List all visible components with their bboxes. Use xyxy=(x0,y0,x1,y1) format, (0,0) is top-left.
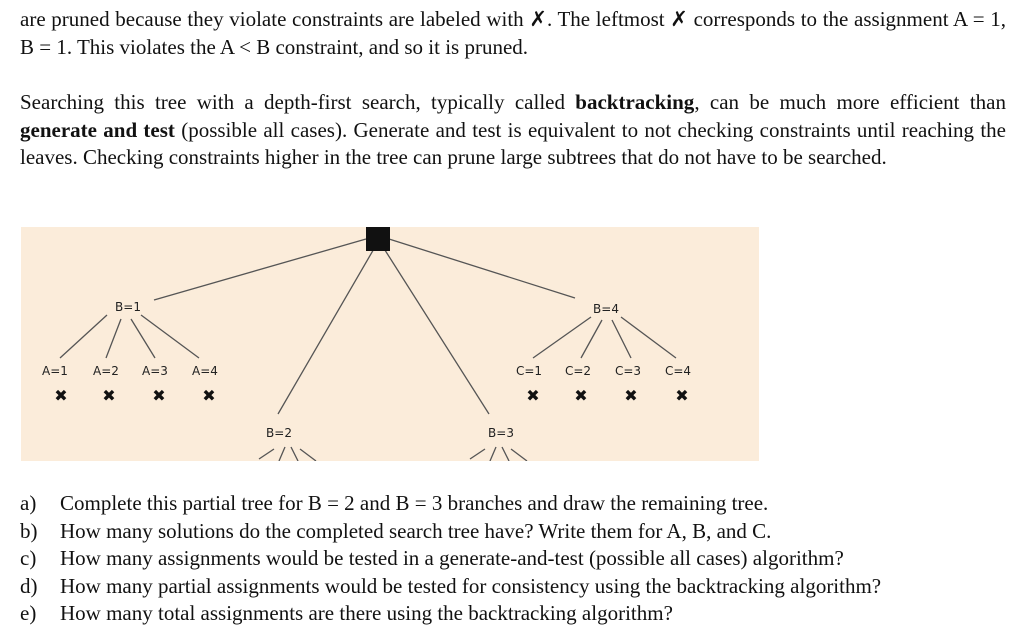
question-marker: a) xyxy=(20,491,37,515)
edge-stub-b2-3 xyxy=(290,446,299,461)
edge-root-b3 xyxy=(382,246,490,415)
pruned-x-icon: ✖ xyxy=(526,386,539,405)
pruned-x-icon: ✖ xyxy=(624,386,637,405)
node-label-b4: B=4 xyxy=(593,302,619,316)
node-label-b2: B=2 xyxy=(266,426,292,440)
paragraph-text: (possible all cases). Generate and test … xyxy=(20,117,1006,170)
x-mark-icon: ✗ xyxy=(529,7,547,31)
pruned-x-icon: ✖ xyxy=(202,386,215,405)
paragraph-text: Searching this tree with a depth-first s… xyxy=(20,90,576,114)
term-backtracking: backtracking xyxy=(575,90,695,114)
question-item: e) How many total assignments are there u… xyxy=(20,600,1010,628)
pruned-x-icon: ✖ xyxy=(675,386,688,405)
question-marker: e) xyxy=(20,601,37,625)
node-label-c1: C=1 xyxy=(516,364,542,378)
question-item: c) How many assignments would be tested i… xyxy=(20,545,1010,573)
edge-b4-c2 xyxy=(580,319,603,359)
question-text: How many partial assignments would be te… xyxy=(60,573,882,598)
question-text: How many assignments would be tested in … xyxy=(60,546,844,570)
edge-b1-a1 xyxy=(59,314,108,359)
pruned-x-icon: ✖ xyxy=(574,386,587,405)
root-node xyxy=(366,227,390,251)
edge-b4-c3 xyxy=(611,319,632,359)
edge-stub-b2-1 xyxy=(258,448,275,460)
edge-root-b4 xyxy=(388,238,576,299)
edge-stub-b2-2 xyxy=(278,446,286,461)
x-mark-icon: ✗ xyxy=(670,7,688,31)
node-label-c2: C=2 xyxy=(565,364,591,378)
edge-stub-b3-4 xyxy=(510,448,528,461)
node-label-c4: C=4 xyxy=(665,364,691,378)
search-tree-svg: B=1 B=4 B=2 B=3 A=1 A=2 A=3 A=4 C=1 C=2 … xyxy=(21,227,759,461)
node-label-a3: A=3 xyxy=(142,364,168,378)
paragraph-text: are pruned because they violate constrai… xyxy=(20,7,530,31)
tree-background xyxy=(21,227,759,461)
paragraph-pruning: are pruned because they violate constrai… xyxy=(20,6,1006,61)
paragraph-backtracking: Searching this tree with a depth-first s… xyxy=(20,89,1006,172)
question-list: a) Complete this partial tree for B = 2 a… xyxy=(20,490,1010,628)
question-item: b) How many solutions do the completed se… xyxy=(20,518,1010,546)
question-text: How many total assignments are there usi… xyxy=(60,601,673,625)
paragraph-text: corresponds to the assignment A = 1, B =… xyxy=(20,7,1006,59)
question-marker: d) xyxy=(20,573,38,598)
node-label-a1: A=1 xyxy=(42,364,68,378)
edge-root-b2 xyxy=(277,246,376,415)
node-label-c3: C=3 xyxy=(615,364,641,378)
question-marker: c) xyxy=(20,546,37,570)
edge-stub-b3-3 xyxy=(501,446,510,461)
node-label-b1: B=1 xyxy=(115,300,141,314)
edge-stub-b3-2 xyxy=(489,446,497,461)
edge-b1-a4 xyxy=(140,314,200,359)
pruned-x-icon: ✖ xyxy=(152,386,165,405)
edge-b4-c4 xyxy=(620,316,677,359)
node-label-a2: A=2 xyxy=(93,364,119,378)
edge-b1-a2 xyxy=(105,318,122,359)
pruned-x-icon: ✖ xyxy=(54,386,67,405)
tree-edges xyxy=(59,238,677,461)
question-item: d) How many partial assignments would be … xyxy=(20,573,1010,601)
paragraph-text: . The leftmost xyxy=(546,7,671,31)
edge-b4-c1 xyxy=(532,316,592,359)
pruned-x-icon: ✖ xyxy=(102,386,115,405)
paragraph-text: , can be much more efficient than xyxy=(694,90,1006,114)
node-label-b3: B=3 xyxy=(488,426,514,440)
edge-root-b1 xyxy=(153,238,367,301)
edge-stub-b2-4 xyxy=(299,448,317,461)
question-item: a) Complete this partial tree for B = 2 a… xyxy=(20,490,1010,518)
question-text: Complete this partial tree for B = 2 and… xyxy=(60,491,769,515)
edge-b1-a3 xyxy=(130,318,156,359)
search-tree-figure: B=1 B=4 B=2 B=3 A=1 A=2 A=3 A=4 C=1 C=2 … xyxy=(21,227,759,461)
node-label-a4: A=4 xyxy=(192,364,218,378)
question-text: How many solutions do the completed sear… xyxy=(60,518,772,543)
term-generate-and-test: generate and test xyxy=(20,117,175,142)
edge-stub-b3-1 xyxy=(469,448,486,460)
question-marker: b) xyxy=(20,518,38,543)
